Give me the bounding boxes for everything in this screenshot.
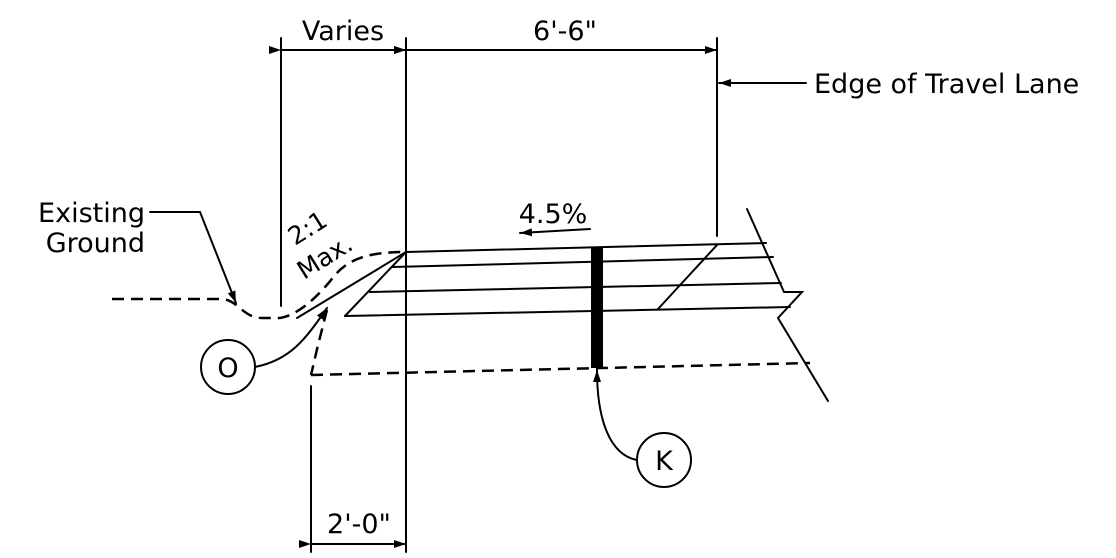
callout-k-letter: K	[655, 446, 674, 477]
cross-slope-arrow	[519, 228, 591, 237]
callout-o-letter: O	[217, 353, 238, 384]
existing-ground-leader	[149, 211, 237, 304]
label-varies: Varies	[302, 16, 384, 47]
subgrade-dashed-bottom	[310, 361, 811, 377]
pavement-layer-3	[369, 282, 782, 293]
pavement-marker-bar	[591, 247, 603, 368]
callout-o-leader	[254, 307, 328, 368]
label-cross-slope: 4.5%	[519, 199, 588, 230]
label-edge-of-travel-lane: Edge of Travel Lane	[814, 69, 1079, 100]
break-line	[746, 208, 829, 402]
label-ground: Ground	[46, 228, 145, 259]
pavement-layer-bottom	[344, 306, 791, 317]
label-existing: Existing	[38, 198, 145, 229]
pavement-surface	[405, 242, 767, 253]
callout-k-leader	[593, 369, 638, 461]
existing-ground-dashed	[112, 250, 407, 320]
pavement-left-edge	[344, 251, 407, 317]
travel-lane-edge-slant	[657, 244, 718, 310]
label-width-6-6: 6'-6"	[533, 16, 597, 47]
foreslope-line	[296, 251, 407, 319]
pavement-layer-2	[392, 256, 774, 268]
callout-o-circle	[200, 339, 256, 395]
label-width-2-0: 2'-0"	[327, 509, 391, 540]
callout-k-circle	[636, 432, 692, 488]
